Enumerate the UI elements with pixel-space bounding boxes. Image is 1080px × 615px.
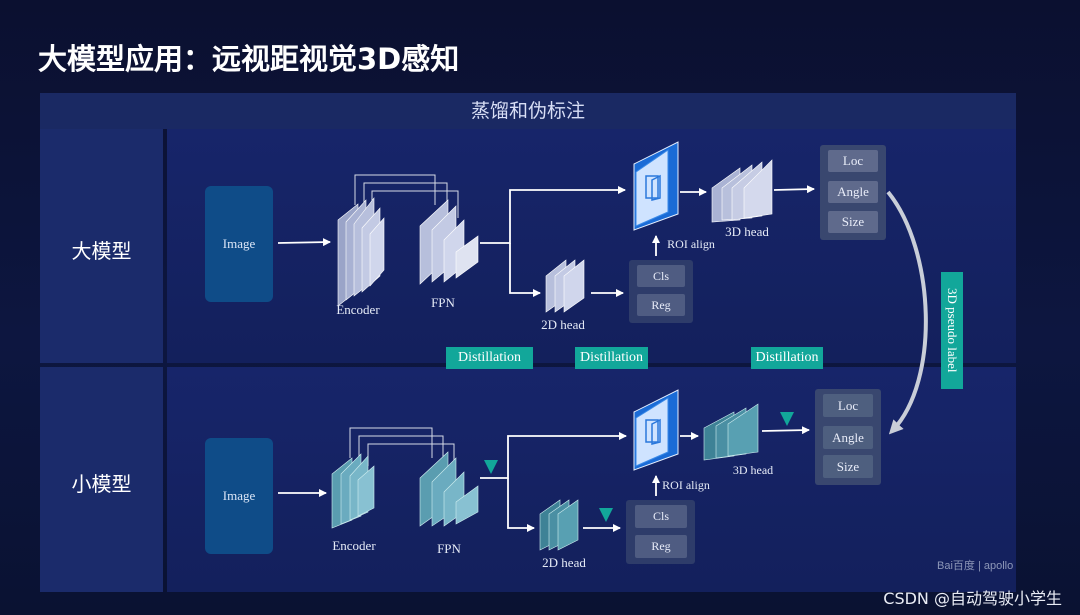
small-reg-box: Reg — [635, 535, 687, 558]
baidu-apollo-logo: Bai百度 | apollo — [937, 560, 1014, 572]
small-cls-box: Cls — [635, 505, 687, 528]
small-3d-head-block — [703, 403, 759, 461]
small-2d-head-block — [539, 499, 579, 551]
pseudo-label-tag: 3D pseudo label — [941, 272, 963, 389]
large-fpn-block — [419, 199, 479, 285]
large-roi-align-label: ROI align — [667, 237, 715, 251]
small-arrows — [278, 426, 810, 532]
large-model-panel-left — [40, 129, 163, 363]
large-reg-box: Reg — [637, 294, 685, 316]
small-loc-box: Loc — [823, 394, 873, 417]
small-fpn-block — [419, 451, 479, 527]
large-encoder-label: Encoder — [336, 302, 380, 317]
large-size-box: Size — [828, 211, 878, 233]
small-2d-head-label: 2D head — [542, 555, 586, 570]
large-3d-head-label: 3D head — [725, 224, 769, 239]
small-model-panel-left — [40, 367, 163, 592]
small-encoder-skip-lines — [349, 427, 455, 470]
csdn-credit: CSDN @自动驾驶小学生 — [883, 589, 1062, 608]
large-fpn-label: FPN — [431, 295, 455, 310]
small-encoder-block — [331, 453, 375, 529]
distillation-arrows — [484, 214, 794, 522]
page-title: 大模型应用：远视距视觉3D感知 — [38, 42, 460, 76]
small-encoder-label: Encoder — [332, 538, 376, 553]
large-cls-box: Cls — [637, 265, 685, 287]
large-2d-head-label: 2D head — [541, 317, 585, 332]
distillation-tag-fpn: Distillation — [446, 347, 533, 369]
small-3d-head-label: 3D head — [733, 463, 773, 477]
large-3d-head-block — [711, 159, 773, 223]
distillation-tag-2d-head: Distillation — [575, 347, 648, 369]
large-angle-box: Angle — [828, 181, 878, 203]
small-size-box: Size — [823, 455, 873, 478]
large-encoder-block — [337, 197, 385, 307]
distillation-tag-3d-head: Distillation — [751, 347, 823, 369]
banner-bar — [40, 93, 1016, 129]
large-loc-box: Loc — [828, 150, 878, 172]
large-2d-head-block — [545, 259, 585, 313]
large-model-label: 大模型 — [71, 239, 132, 263]
small-fpn-label: FPN — [437, 541, 461, 556]
small-roi-align-label: ROI align — [662, 478, 710, 492]
small-angle-box: Angle — [823, 426, 873, 449]
pseudo-label-curve-arrow — [886, 190, 928, 435]
large-arrows — [277, 185, 815, 297]
large-roi-feature-block — [633, 141, 679, 231]
small-image-input: Image — [205, 438, 273, 554]
small-model-label: 小模型 — [71, 472, 132, 496]
banner-label: 蒸馏和伪标注 — [470, 100, 585, 122]
large-image-input: Image — [205, 186, 273, 302]
small-roi-feature-block — [633, 389, 679, 471]
